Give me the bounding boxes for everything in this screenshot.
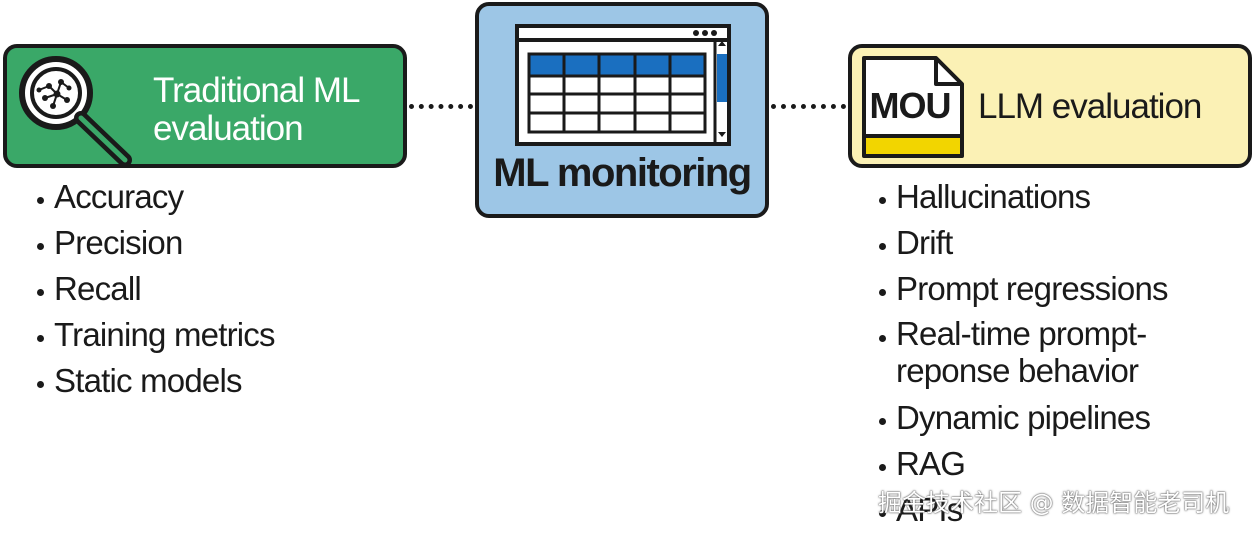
list-item: Prompt regressions (879, 269, 1251, 315)
list-item: Training metrics (37, 315, 276, 361)
traditional-ml-list: Accuracy Precision Recall Training metri… (37, 177, 276, 407)
ml-monitoring-box: ML monitoring (475, 2, 769, 218)
magnifier-icon (19, 56, 132, 167)
list-item: Accuracy (37, 177, 275, 223)
list-item: Hallucinations (879, 177, 1251, 223)
watermark-text: 掘金技术社区 @ 数据智能老司机 (878, 489, 1230, 517)
dotted-connector-left (409, 104, 473, 109)
list-item: Precision (37, 223, 275, 269)
traditional-ml-title-line1: Traditional ML (153, 71, 360, 110)
llm-evaluation-title: LLM evaluation (978, 87, 1202, 126)
llm-evaluation-list: Hallucinations Drift Prompt regressions … (879, 177, 1251, 536)
traditional-ml-title-line2: evaluation (153, 109, 304, 148)
list-item: Static models (37, 361, 275, 407)
mou-document-icon: MOU (862, 56, 964, 158)
list-item: Recall (37, 269, 275, 315)
traditional-ml-evaluation-box: Traditional ML evaluation (3, 44, 407, 168)
list-item: Dynamic pipelines (879, 398, 1251, 444)
mou-document-label: MOU (870, 85, 951, 126)
ml-monitoring-title: ML monitoring (493, 151, 752, 195)
llm-evaluation-box: MOU LLM evaluation (848, 44, 1252, 168)
list-item: Real-time prompt-reponse behavior (879, 315, 1251, 398)
dotted-connector-right (771, 104, 846, 109)
list-item: RAG (879, 444, 1251, 490)
spreadsheet-window-icon (515, 24, 731, 146)
list-item: Drift (879, 223, 1251, 269)
list-item: APIs (879, 490, 1251, 536)
traditional-ml-title: Traditional ML evaluation (153, 72, 403, 148)
